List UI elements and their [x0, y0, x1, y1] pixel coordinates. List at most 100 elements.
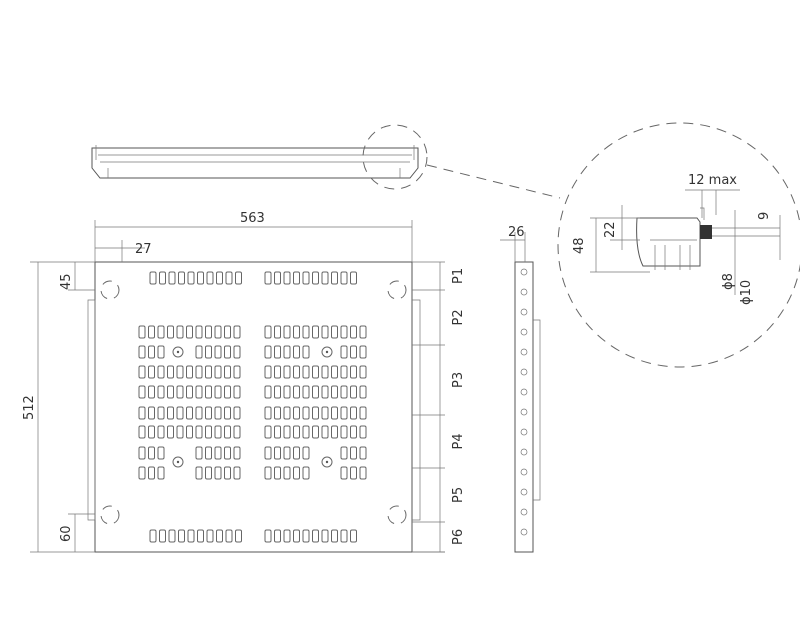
slot [264, 466, 272, 480]
slot [302, 365, 310, 379]
slot [264, 365, 272, 379]
mount-hole [172, 346, 184, 358]
slot [205, 365, 212, 379]
slot [159, 271, 166, 285]
slot [312, 385, 319, 399]
slot [205, 466, 212, 480]
top-side-view [91, 145, 419, 179]
slot [274, 425, 281, 439]
slot [214, 365, 222, 379]
slot [224, 406, 231, 420]
detail-dia-small-label: ϕ8 [721, 273, 736, 290]
slot [138, 466, 146, 480]
mount-hole [321, 346, 333, 358]
slot [224, 365, 231, 379]
slot [302, 529, 310, 543]
mount-hole [321, 456, 333, 468]
slot [274, 365, 281, 379]
slot [138, 325, 146, 339]
slot [197, 271, 204, 285]
slot [167, 325, 174, 339]
slot [235, 529, 242, 543]
slot [138, 406, 146, 420]
slot [359, 446, 367, 460]
slot [321, 385, 329, 399]
slot [167, 385, 174, 399]
slot [350, 385, 357, 399]
slot [264, 406, 272, 420]
slot [283, 446, 291, 460]
slot [274, 271, 281, 285]
slot [157, 385, 165, 399]
slot [350, 466, 357, 480]
bolt [520, 448, 528, 456]
slot [350, 529, 357, 543]
slot [293, 271, 300, 285]
slot [340, 325, 348, 339]
slot [224, 325, 231, 339]
slot [264, 529, 272, 543]
slot [359, 345, 367, 359]
slot [148, 365, 155, 379]
slot [264, 425, 272, 439]
slot [321, 365, 329, 379]
slot [186, 425, 193, 439]
offset-dimension: 27 [135, 242, 152, 257]
slot [224, 425, 231, 439]
slot [176, 385, 184, 399]
slot [195, 365, 203, 379]
slot [293, 345, 300, 359]
slot [225, 529, 233, 543]
slot [214, 446, 222, 460]
slot [224, 345, 231, 359]
slot [186, 325, 193, 339]
slot [302, 466, 310, 480]
slot [148, 345, 155, 359]
slot [283, 466, 291, 480]
slot [312, 425, 319, 439]
slot [167, 365, 174, 379]
bolt [520, 408, 528, 416]
slot [206, 529, 214, 543]
detail-max-label: 12 max [688, 173, 737, 188]
slot [167, 406, 174, 420]
bolt [520, 348, 528, 356]
slot [331, 406, 338, 420]
slot [350, 271, 357, 285]
pitch-label: P3 [451, 372, 466, 388]
slot [331, 385, 338, 399]
width-dimension: 563 [240, 211, 265, 226]
slot [293, 365, 300, 379]
slot [205, 325, 212, 339]
slot [157, 425, 165, 439]
slot [186, 365, 193, 379]
slot [233, 466, 241, 480]
slot [293, 446, 300, 460]
bolt [520, 328, 528, 336]
slot [283, 529, 291, 543]
slot [293, 425, 300, 439]
slot [187, 271, 195, 285]
bolt [520, 468, 528, 476]
bolt [520, 368, 528, 376]
slot [233, 365, 241, 379]
slot [359, 385, 367, 399]
slot [149, 271, 157, 285]
slot [331, 271, 338, 285]
detail-gap-label: 9 [757, 212, 772, 220]
slot [235, 271, 242, 285]
slot [293, 529, 300, 543]
slot [293, 325, 300, 339]
slot [274, 385, 281, 399]
slot [233, 446, 241, 460]
slot [233, 406, 241, 420]
slot [214, 385, 222, 399]
slot [216, 529, 223, 543]
slot [205, 345, 212, 359]
slot [148, 446, 155, 460]
slot [340, 385, 348, 399]
slot [148, 466, 155, 480]
